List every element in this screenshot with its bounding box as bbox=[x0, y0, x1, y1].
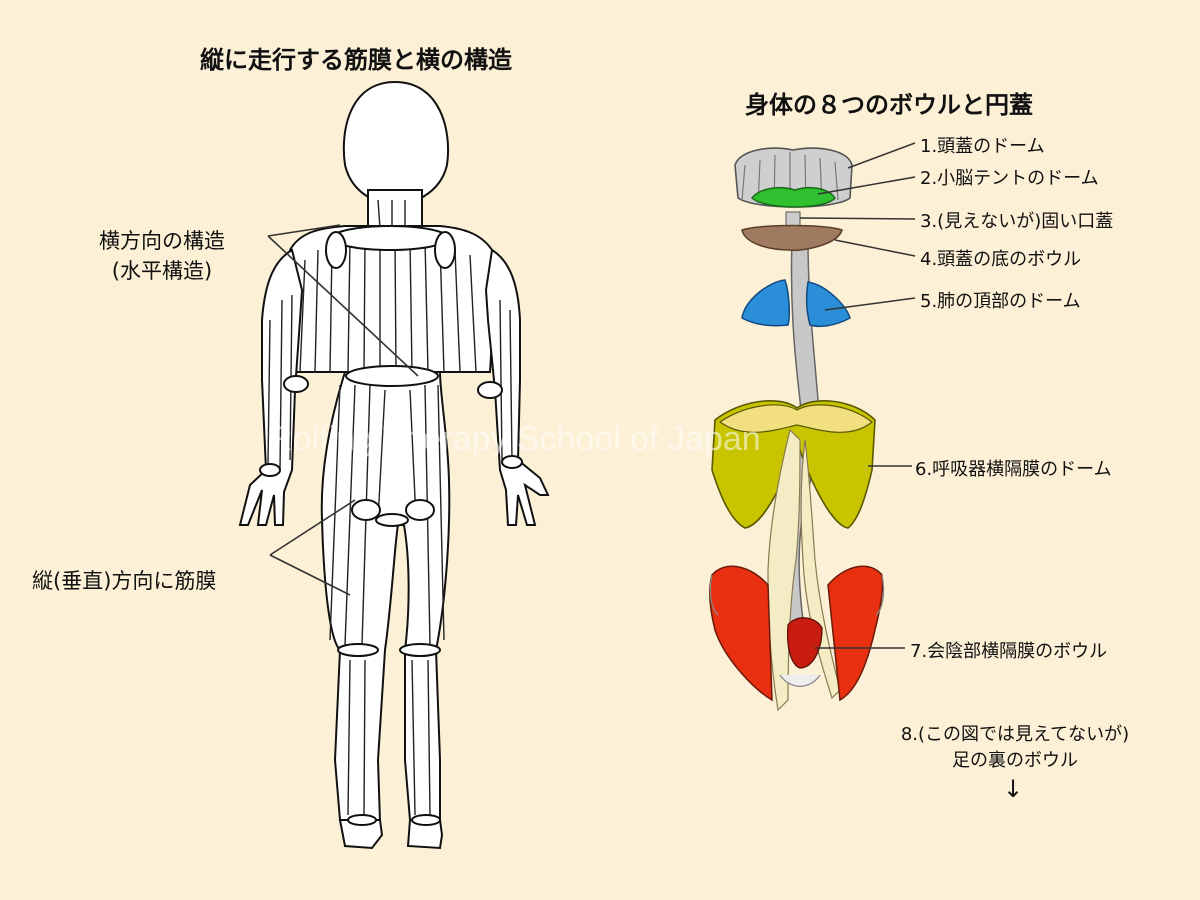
respiratory-diaphragm bbox=[711, 400, 876, 529]
horizontal-structure-label-line1: 横方向の構造 bbox=[99, 229, 225, 253]
body-figure bbox=[238, 80, 550, 850]
vertical-fascia-label: 縦(垂直)方向に筋膜 bbox=[32, 569, 217, 593]
item-respiratory-diaphragm: 6.呼吸器横隔膜のドーム bbox=[915, 459, 1112, 480]
cerebellum-tent bbox=[750, 186, 836, 208]
item-foot-sole-bowl-line1: 8.(この図では見えてないが) bbox=[900, 724, 1130, 745]
item-hard-palate: 3.(見えないが)固い口蓋 bbox=[920, 211, 1114, 232]
horizontal-structure-label-line2: (水平構造) bbox=[111, 259, 213, 283]
horizontal-structures bbox=[259, 225, 523, 826]
left-title: 縦に走行する筋膜と横の構造 bbox=[200, 46, 512, 74]
item-skull-dome: 1.頭蓋のドーム bbox=[920, 136, 1045, 157]
fascia-lines bbox=[267, 199, 513, 816]
head bbox=[342, 80, 450, 207]
down-arrow-icon: ↓ bbox=[1003, 775, 1024, 803]
item-lung-apex-dome: 5.肺の頂部のドーム bbox=[920, 291, 1081, 312]
right-pointers bbox=[799, 142, 916, 649]
horizontal-structure-label: 横方向の構造 (水平構造) bbox=[62, 225, 262, 285]
item-foot-sole-bowl-line2: 足の裏のボウル bbox=[952, 750, 1078, 771]
lung-apex-domes bbox=[741, 279, 851, 328]
skull-base-bowl bbox=[741, 224, 843, 252]
watermark: Rolfing Therapy School of Japan bbox=[268, 420, 761, 458]
psoas-muscles bbox=[767, 428, 841, 712]
pelvis bbox=[709, 565, 885, 702]
item-cerebellum-tent: 2.小脳テントのドーム bbox=[920, 168, 1099, 189]
right-title: 身体の８つのボウルと円蓋 bbox=[745, 91, 1033, 119]
item-foot-sole-bowl: 8.(この図では見えてないが) 足の裏のボウル bbox=[890, 720, 1140, 772]
item-pelvic-floor-bowl: 7.会陰部横隔膜のボウル bbox=[910, 641, 1108, 662]
neck bbox=[367, 189, 423, 229]
left-pointers bbox=[267, 224, 419, 596]
left-arm bbox=[238, 248, 304, 526]
item-skull-base-bowl: 4.頭蓋の底のボウル bbox=[920, 249, 1082, 270]
